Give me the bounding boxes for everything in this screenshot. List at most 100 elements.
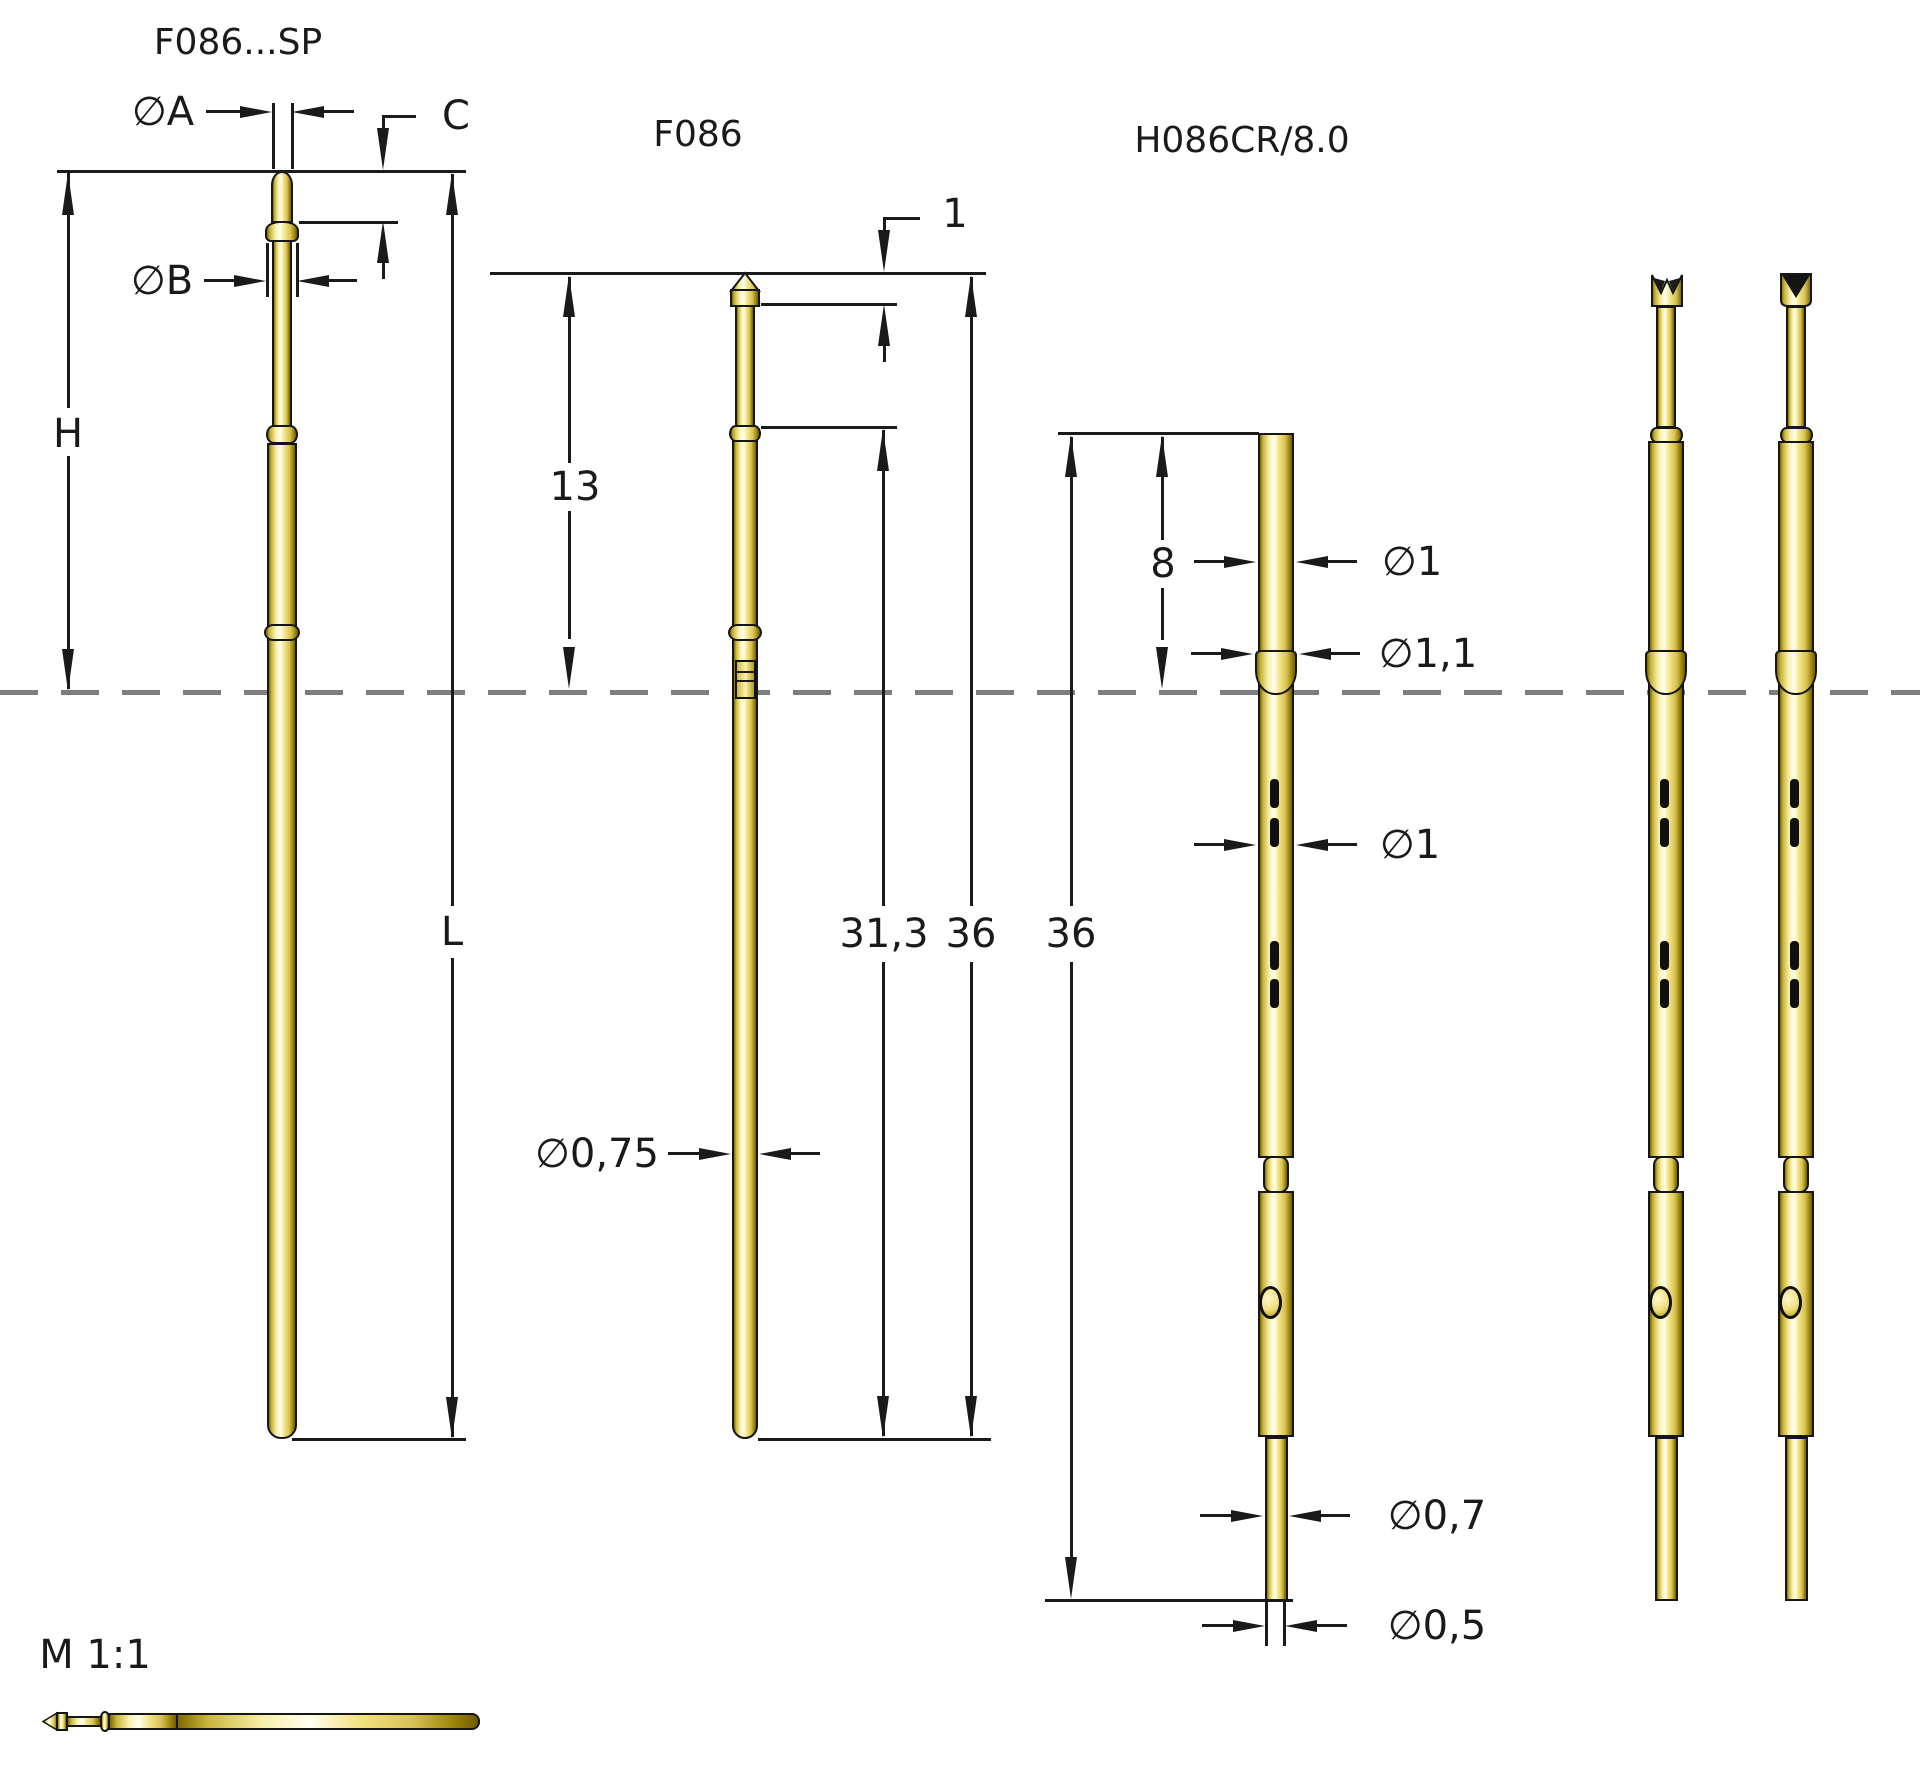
- dim-h-line-lower: [67, 456, 70, 689]
- dia-1-mid-arrow-left: [1296, 839, 1328, 851]
- probe1-collar-extension-line: [299, 221, 398, 224]
- probe1-barrel: [267, 443, 297, 1439]
- dim-13-arrow-down: [563, 647, 575, 689]
- dim-c-arrow-down: [377, 128, 389, 170]
- probe4-plunger: [1656, 306, 1676, 428]
- probe5-side-hole: [1779, 1286, 1802, 1319]
- dia-a-extension-left: [272, 103, 275, 169]
- dia-b-extension-left: [266, 243, 269, 297]
- probe3-tail: [1265, 1437, 1288, 1601]
- dim-8-arrow-down: [1156, 647, 1168, 689]
- dim-l-label: L: [435, 912, 469, 952]
- dia-1-mid-tail-right: [1327, 843, 1357, 846]
- dia-075-label: ∅0,75: [530, 1134, 664, 1174]
- dim-36-h086-label: 36: [1040, 914, 1102, 954]
- probe2-title: F086: [653, 114, 743, 155]
- scaleview-plunger: [66, 1716, 102, 1727]
- dia-07-label: ∅0,7: [1382, 1496, 1492, 1536]
- dim-13-line-lower: [568, 511, 571, 639]
- dia-b-extension-right: [296, 243, 299, 297]
- dia-07-arrow-left: [1289, 1510, 1321, 1522]
- dim-36-f086-line-lower: [970, 962, 973, 1436]
- dim-313-arrow-up: [877, 429, 889, 471]
- dim-c-hook-vertical: [382, 115, 385, 133]
- probe1-sleeve-ring: [266, 425, 298, 444]
- probe2-headbase-extension-line: [761, 303, 897, 306]
- probe4-tail: [1655, 1437, 1678, 1601]
- dia-07-arrow-right: [1231, 1510, 1263, 1522]
- dia-1-mid-tail-left: [1194, 843, 1226, 846]
- dim-l-arrow-down: [446, 1397, 458, 1439]
- probe5-mount-bead: [1775, 650, 1817, 695]
- dia-075-arrow-right: [699, 1148, 731, 1160]
- probe1-bottom-reference-line: [292, 1438, 466, 1441]
- dia-b-arrow-left: [297, 275, 329, 287]
- probe3-crimp-slot-3: [1270, 941, 1279, 970]
- probe4-crimp-slot-4: [1660, 979, 1669, 1008]
- probe5-tail: [1785, 1437, 1808, 1601]
- probe2-bottom-reference-line: [758, 1438, 991, 1441]
- probe4-crimp-slot-2: [1660, 818, 1669, 847]
- probe2-spring-window-line1: [737, 671, 754, 673]
- probe1-title: F086...SP: [153, 22, 323, 63]
- probe2-barrel: [732, 440, 758, 1439]
- dim-313-label: 31,3: [834, 914, 934, 954]
- scaleview-barrel-long: [176, 1713, 480, 1730]
- dia-075-arrow-left: [759, 1148, 791, 1160]
- probe1-plunger: [272, 240, 292, 427]
- dim-c-tail-vertical: [382, 261, 385, 279]
- probe5-cup-tip-icon: [1780, 273, 1812, 307]
- dim-36-h086-arrow-down: [1065, 1557, 1077, 1599]
- dim-36-f086-arrow-down: [965, 1396, 977, 1438]
- dim-h-arrow-down: [62, 649, 74, 691]
- dim-36-h086-line-upper: [1070, 437, 1073, 906]
- dim-8-arrow-up: [1156, 435, 1168, 477]
- dia-1-top-tail-right: [1327, 560, 1357, 563]
- dim-1-label: 1: [937, 194, 973, 234]
- dim-313-line-lower: [882, 962, 885, 1436]
- dia-b-arrow-right: [234, 275, 266, 287]
- dia-11-arrow-left: [1299, 648, 1331, 660]
- dia-1-top-label: ∅1: [1376, 542, 1448, 582]
- scaleview-barrel-front: [108, 1713, 178, 1730]
- probe4-waist: [1653, 1156, 1679, 1193]
- centerline-dashed: [0, 690, 1920, 695]
- dim-1-leader-vertical: [883, 217, 886, 231]
- dia-b-tail-left: [204, 279, 236, 282]
- dim-8-line-lower: [1161, 588, 1164, 640]
- dia-a-tail-left: [206, 110, 242, 113]
- dia-05-tail-right: [1317, 1624, 1347, 1627]
- probe2-spring-window: [735, 660, 756, 699]
- probe3-crimp-slot-2: [1270, 818, 1279, 847]
- dim-h-arrow-up: [62, 173, 74, 215]
- probe5-crimp-slot-3: [1790, 941, 1799, 970]
- dim-13-label: 13: [544, 467, 606, 507]
- probe5-waist: [1783, 1156, 1809, 1193]
- dim-1-arrow-up: [878, 304, 890, 346]
- dia-07-tail-left: [1200, 1514, 1232, 1517]
- dia-a-arrow-right: [240, 106, 272, 118]
- dim-13-arrow-up: [563, 275, 575, 317]
- dia-11-arrow-right: [1221, 648, 1253, 660]
- dia-b-label: ∅B: [125, 261, 199, 301]
- dia-05-extension-right: [1283, 1602, 1286, 1646]
- scale-note: M 1:1: [39, 1632, 151, 1678]
- dim-l-line-lower: [451, 958, 454, 1437]
- dia-11-tail-left: [1191, 652, 1223, 655]
- dim-8-label: 8: [1145, 544, 1181, 584]
- dim-1-leader: [884, 217, 920, 220]
- dim-13-line-upper: [568, 277, 571, 463]
- dia-1-top-arrow-left: [1296, 556, 1328, 568]
- dia-05-arrow-left: [1285, 1620, 1317, 1632]
- probe4-crimp-slot-1: [1660, 779, 1669, 808]
- probe1-tip: [271, 171, 293, 223]
- dim-8-line-upper: [1161, 437, 1164, 540]
- dim-36-f086-label: 36: [940, 914, 1002, 954]
- dia-a-tail-right: [322, 110, 354, 113]
- dia-075-tail-right: [790, 1152, 820, 1155]
- dia-11-label: ∅1,1: [1373, 634, 1483, 674]
- dim-l-line-upper: [451, 174, 454, 906]
- dim-1-tail-vertical: [883, 345, 886, 362]
- probe3-side-hole: [1259, 1286, 1282, 1319]
- dia-a-extension-right: [291, 103, 294, 169]
